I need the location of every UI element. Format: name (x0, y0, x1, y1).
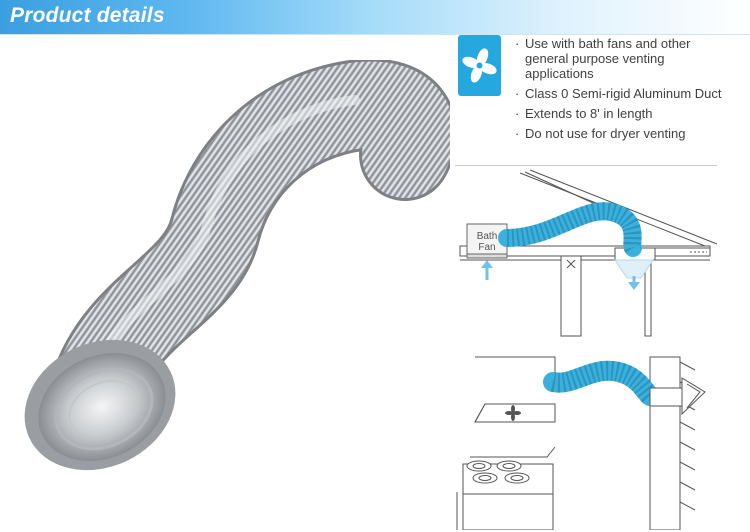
range-hood-diagram (456, 356, 706, 530)
feature-item: ·Do not use for dryer venting (515, 126, 686, 141)
wall-vent-cap (649, 377, 706, 416)
bath-fan-diagram: Bath Fan (459, 169, 718, 337)
bath-fan-label-line2: Fan (478, 242, 495, 253)
hood-fan-glyph (505, 405, 521, 421)
feature-list: ·Use with bath fans and other general pu… (513, 36, 728, 146)
feature-item: ·Class 0 Semi-rigid Aluminum Duct (515, 86, 722, 101)
section-title: Product details (10, 4, 165, 27)
bath-fan-label-line1: Bath (477, 231, 498, 242)
blue-duct (543, 360, 660, 406)
bullet-glyph: · (515, 126, 520, 141)
features-divider (455, 165, 717, 166)
cooktop-burners (466, 460, 530, 484)
blue-duct (498, 202, 642, 257)
feature-item: ·Use with bath fans and other general pu… (515, 36, 691, 81)
fan-icon (462, 48, 497, 83)
bullet-glyph: · (515, 36, 520, 51)
section-header: Product details (0, 0, 750, 34)
feature-item: ·Extends to 8' in length (515, 106, 653, 121)
header-divider (0, 34, 750, 35)
bullet-glyph: · (515, 106, 520, 121)
airflow-in-arrow (481, 260, 493, 280)
fan-badge (458, 35, 501, 96)
bullet-glyph: · (515, 86, 520, 101)
aluminum-duct-image (24, 60, 450, 471)
airflow-out-arrow (628, 276, 640, 290)
